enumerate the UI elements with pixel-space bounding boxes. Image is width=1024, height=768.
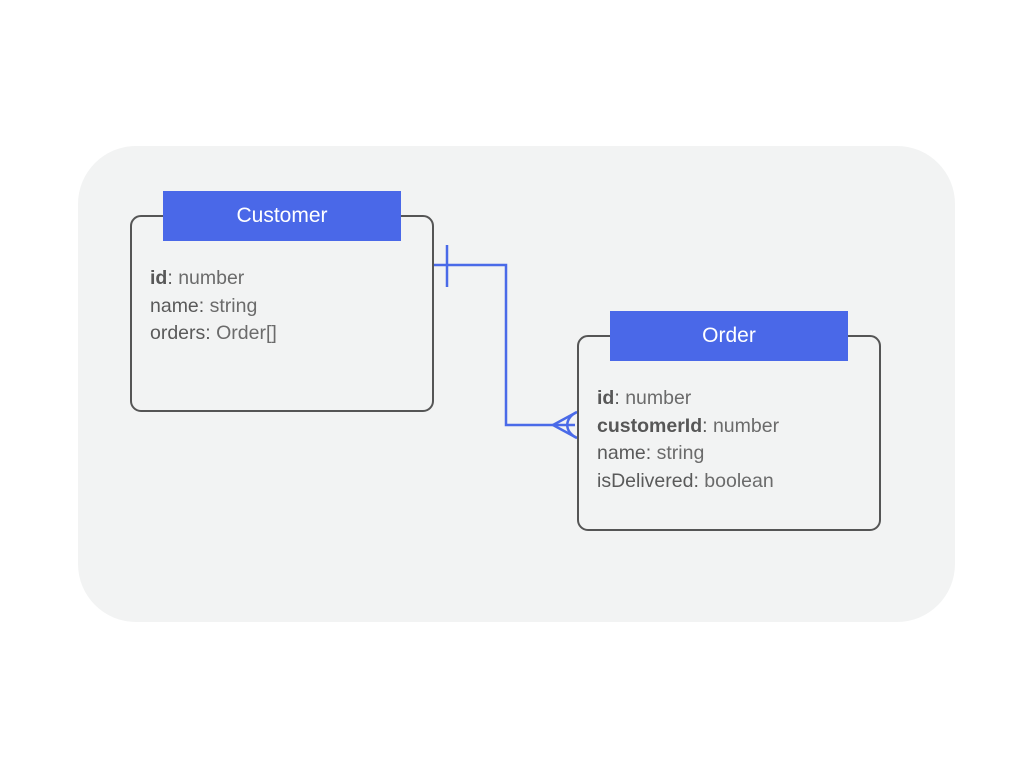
attribute-name: isDelivered — [597, 469, 694, 492]
attribute-row: id: number — [597, 385, 779, 413]
attribute-separator: : — [205, 322, 217, 344]
entity-order[interactable]: Order id: number customerId: number name… — [577, 311, 881, 531]
attribute-type: Order[] — [216, 322, 277, 344]
attribute-row: name: string — [150, 293, 277, 321]
entity-customer[interactable]: Customer id: number name: string orders:… — [130, 191, 434, 412]
cardinality-many-crowsfoot — [552, 410, 578, 440]
attribute-separator: : — [198, 294, 210, 317]
attribute-separator: : — [693, 469, 705, 492]
attribute-type: number — [712, 414, 780, 437]
attribute-row: customerId: number — [597, 413, 779, 441]
relationship-line[interactable] — [434, 263, 575, 427]
entity-order-title[interactable]: Order — [610, 311, 848, 361]
attribute-type: number — [178, 267, 245, 289]
attribute-type: string — [656, 442, 705, 464]
attribute-name: name — [597, 442, 646, 464]
attribute-type: number — [625, 387, 692, 409]
entity-order-attributes: id: number customerId: number name: stri… — [597, 385, 779, 495]
attribute-name: id — [597, 387, 615, 409]
entity-customer-attributes: id: number name: string orders: Order[] — [150, 265, 277, 348]
attribute-type: string — [209, 294, 258, 317]
attribute-separator: : — [614, 387, 626, 409]
attribute-row: name: string — [597, 440, 779, 468]
attribute-type: boolean — [704, 469, 774, 492]
entity-customer-title[interactable]: Customer — [163, 191, 401, 241]
attribute-name: id — [150, 267, 168, 289]
attribute-row: isDelivered: boolean — [597, 468, 779, 496]
attribute-separator: : — [702, 414, 713, 437]
attribute-row: id: number — [150, 265, 277, 293]
attribute-separator: : — [167, 267, 179, 289]
attribute-row: orders: Order[] — [150, 320, 277, 348]
attribute-separator: : — [645, 442, 657, 464]
attribute-name: orders — [150, 322, 206, 344]
attribute-name: name — [150, 294, 199, 317]
attribute-name: customerId — [597, 414, 703, 437]
